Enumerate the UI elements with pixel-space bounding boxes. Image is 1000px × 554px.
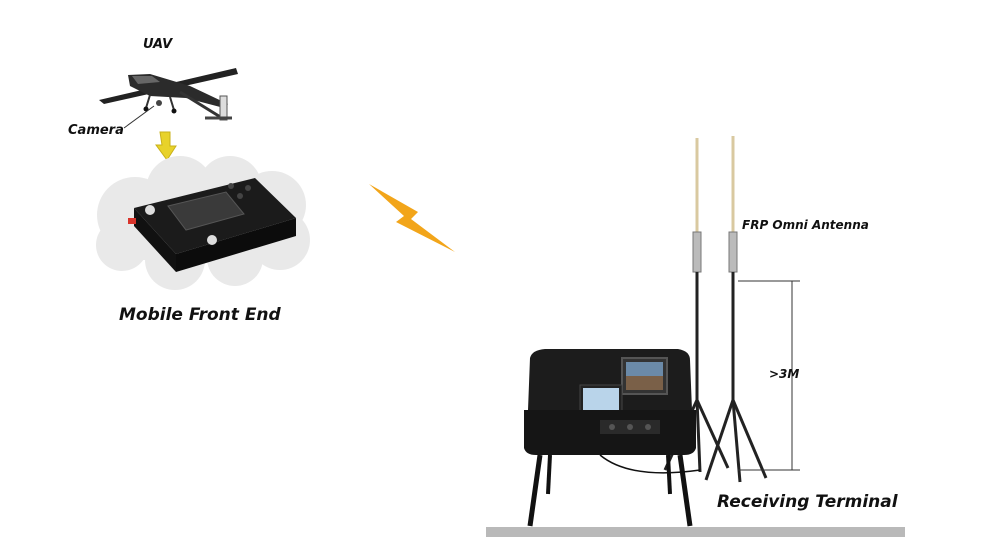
tripod-leg (695, 399, 730, 469)
uav-wheel (171, 108, 177, 114)
device-side-left (134, 208, 176, 272)
control-knob (627, 424, 633, 430)
ground-bar (486, 527, 905, 537)
stand-leg (546, 454, 552, 495)
lid-monitor-image (626, 376, 663, 390)
control-knob (609, 424, 615, 430)
device-logo-badge (207, 235, 217, 245)
downlink-arrow-icon (155, 131, 177, 161)
height-dimension (738, 280, 800, 471)
height-label: >3M (769, 367, 800, 381)
control-knob (645, 424, 651, 430)
antenna-base (728, 231, 738, 273)
uav-wheel (143, 106, 149, 112)
uav-drone (99, 68, 238, 121)
tripod-leg (695, 399, 702, 473)
tripod-leg (731, 399, 742, 483)
uav-gear-front (145, 94, 151, 109)
device-knob (228, 183, 234, 189)
lightning-bolt-icon (369, 184, 455, 252)
uav-label: UAV (143, 37, 173, 52)
camera-pointer-line (123, 105, 155, 129)
device-knob (237, 193, 243, 199)
uav-canopy (132, 76, 160, 84)
antenna-base (692, 231, 702, 273)
uav-tail-fin (219, 95, 228, 121)
receiving-terminal (524, 349, 701, 527)
tripod-leg (704, 399, 735, 481)
cable (599, 454, 701, 474)
device-knob (245, 185, 251, 191)
uav-tail-boom (179, 90, 223, 120)
stand-leg (666, 454, 672, 495)
mobile-front-end-label: Mobile Front End (119, 305, 281, 325)
device-side-front (176, 218, 296, 272)
stand-leg (677, 454, 693, 527)
camera-label: Camera (68, 123, 124, 138)
mobile-front-end-device (128, 178, 296, 272)
laptop-screen (583, 388, 619, 410)
uav-camera-pod (156, 100, 162, 106)
device-red-connector (128, 218, 136, 224)
antenna-left (663, 138, 730, 473)
antenna-right (704, 136, 768, 483)
receiving-terminal-label: Receiving Terminal (717, 492, 898, 512)
device-logo-badge (145, 205, 155, 215)
device-screen (167, 191, 245, 231)
uav-gear-rear (169, 96, 175, 111)
tripod-leg (731, 399, 768, 479)
frp-omni-antenna-label: FRP Omni Antenna (742, 218, 869, 232)
stand-leg (527, 454, 543, 527)
